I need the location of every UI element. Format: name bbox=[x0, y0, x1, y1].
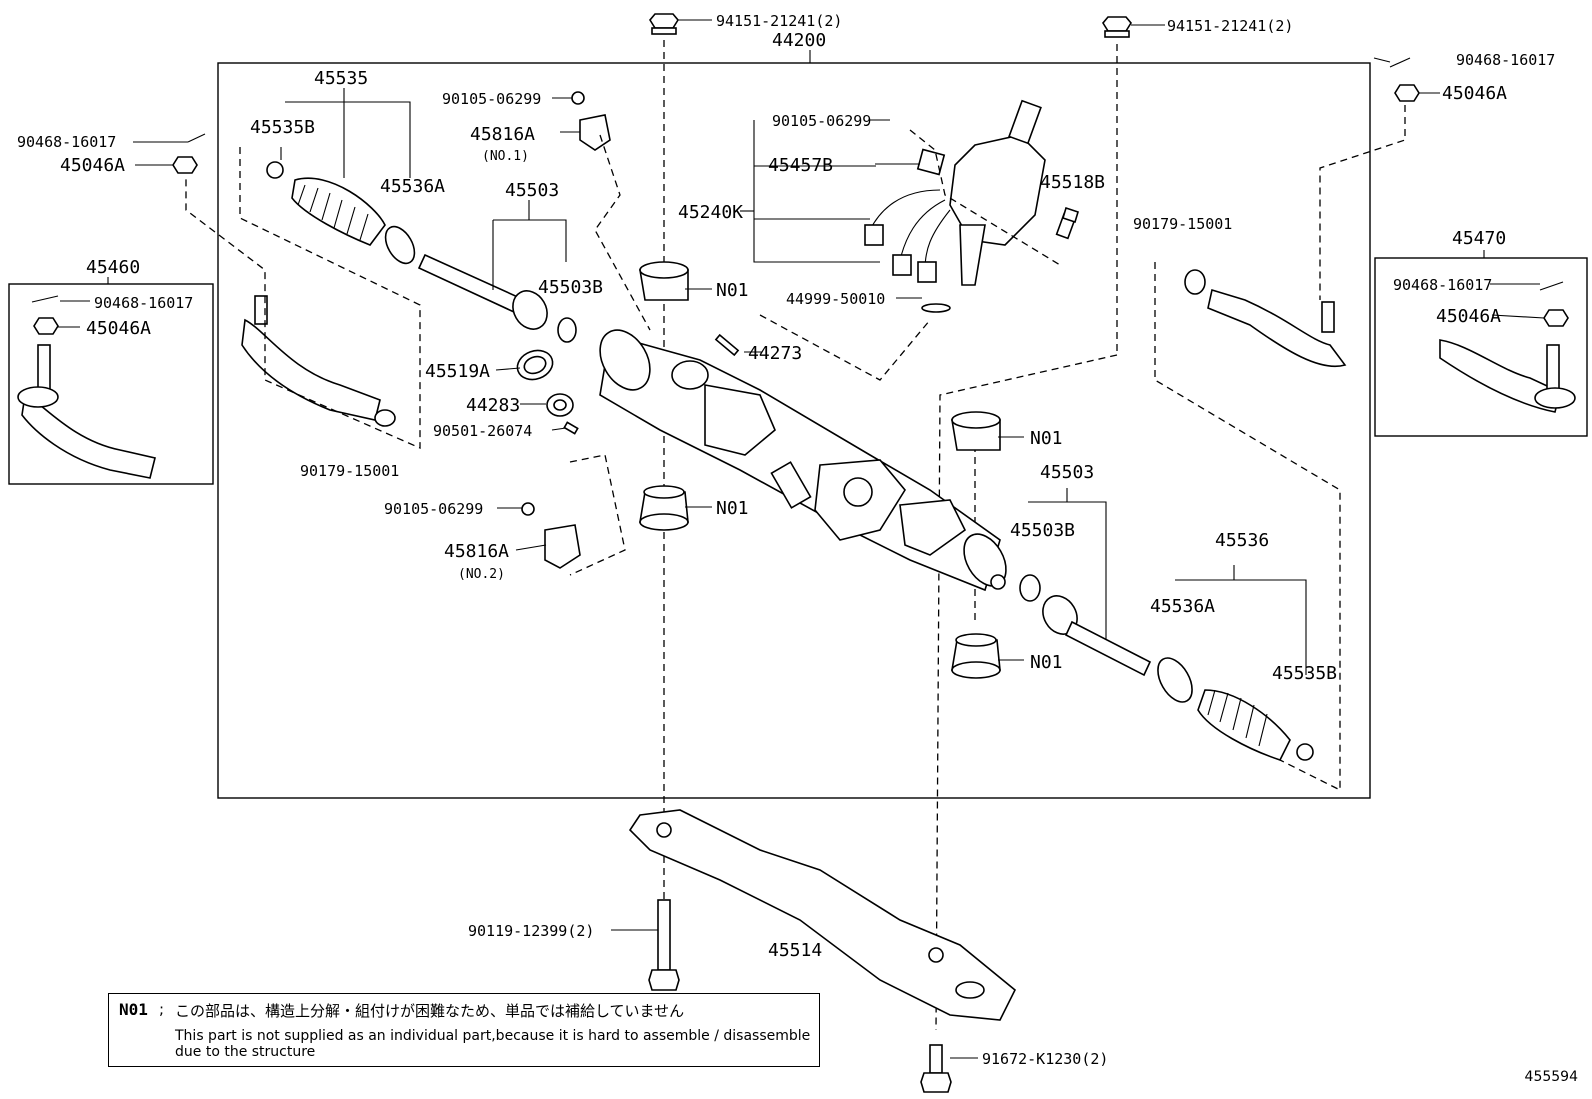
label-45535B-right: 45535B bbox=[1272, 663, 1337, 684]
label-45046A-left: 45046A bbox=[60, 155, 125, 176]
bushing-n01-bottom-right bbox=[951, 633, 1001, 679]
label-45514: 45514 bbox=[768, 940, 822, 961]
clip-45535B-right bbox=[1296, 743, 1314, 761]
label-45536: 45536 bbox=[1215, 530, 1269, 551]
bolt-94151-left bbox=[649, 13, 679, 35]
label-45816A-no2: 45816A bbox=[444, 541, 509, 562]
pin-44273 bbox=[714, 333, 740, 357]
label-45460: 45460 bbox=[86, 257, 140, 278]
tie-rod-45503-left bbox=[417, 253, 548, 330]
sensor-45457B bbox=[916, 148, 946, 176]
nut-45046A-right bbox=[1394, 84, 1420, 102]
label-45503-left: 45503 bbox=[505, 180, 559, 201]
label-n01-top-left: N01 bbox=[716, 280, 749, 301]
bracket-45816A-no1 bbox=[571, 91, 611, 151]
note-japanese-text: この部品は、構造上分解・組付けが困難なため、単品では補給していません bbox=[175, 1002, 685, 1020]
ring-45519A bbox=[516, 349, 554, 381]
label-45518B: 45518B bbox=[1040, 172, 1105, 193]
nut-44283 bbox=[546, 393, 574, 417]
boot-45535-right bbox=[1197, 689, 1291, 761]
label-90105-b: 90105-06299 bbox=[772, 112, 871, 130]
nut-45046A-group-left bbox=[33, 317, 59, 335]
group-frame-44200 bbox=[217, 62, 1371, 799]
label-45046A-group-right: 45046A bbox=[1436, 306, 1501, 327]
label-45535B-left: 45535B bbox=[250, 117, 315, 138]
note-code: N01 bbox=[119, 1000, 148, 1019]
label-94151-left: 94151-21241(2) bbox=[716, 12, 842, 30]
screw-90501 bbox=[563, 421, 579, 435]
washer-45503B-left bbox=[557, 317, 577, 343]
label-90468-group-right: 90468-16017 bbox=[1393, 276, 1492, 294]
label-44283: 44283 bbox=[466, 395, 520, 416]
label-90179-left: 90179-15001 bbox=[300, 462, 399, 480]
nut-45046A-group-right bbox=[1543, 309, 1569, 327]
note-box: N01 ; この部品は、構造上分解・組付けが困難なため、単品では補給していません… bbox=[108, 993, 820, 1067]
label-91672: 91672-K1230(2) bbox=[982, 1050, 1108, 1068]
label-90501: 90501-26074 bbox=[433, 422, 532, 440]
label-44999: 44999-50010 bbox=[786, 290, 885, 308]
label-90468-left: 90468-16017 bbox=[17, 133, 116, 151]
tie-rod-end-45460 bbox=[17, 344, 156, 479]
label-45046A-top-right: 45046A bbox=[1442, 83, 1507, 104]
clamp-45536A-right bbox=[1157, 657, 1193, 703]
group-frame-45460 bbox=[8, 283, 214, 485]
bushing-n01-bottom-left bbox=[639, 485, 689, 531]
label-45046A-group-left: 45046A bbox=[86, 318, 151, 339]
label-90179-right: 90179-15001 bbox=[1133, 215, 1232, 233]
label-44273: 44273 bbox=[748, 343, 802, 364]
label-n01-bottom-left: N01 bbox=[716, 498, 749, 519]
nut-45046A-left bbox=[172, 156, 198, 174]
label-45536A-left: 45536A bbox=[380, 176, 445, 197]
label-94151-right: 94151-21241(2) bbox=[1167, 17, 1293, 35]
label-45503-right: 45503 bbox=[1040, 462, 1094, 483]
label-44200: 44200 bbox=[772, 30, 826, 51]
washer-45503B-right bbox=[1019, 574, 1041, 602]
label-90119: 90119-12399(2) bbox=[468, 922, 594, 940]
bolt-45518B bbox=[1055, 206, 1079, 240]
diagram-reference-number: 455594 bbox=[1524, 1069, 1578, 1085]
label-90105-a: 90105-06299 bbox=[442, 90, 541, 108]
label-45503B-left: 45503B bbox=[538, 277, 603, 298]
rack-housing bbox=[599, 329, 1007, 592]
label-90105-c: 90105-06299 bbox=[384, 500, 483, 518]
label-no1: (NO.1) bbox=[482, 149, 529, 164]
label-45535: 45535 bbox=[314, 68, 368, 89]
label-90468-top-right: 90468-16017 bbox=[1456, 51, 1555, 69]
label-no2: (NO.2) bbox=[458, 567, 505, 582]
label-90468-group-left: 90468-16017 bbox=[94, 294, 193, 312]
note-english-text: This part is not supplied as an individu… bbox=[175, 1028, 811, 1060]
label-45816A-no1: 45816A bbox=[470, 124, 535, 145]
bolt-91672 bbox=[920, 1044, 952, 1093]
bolt-94151-right bbox=[1102, 16, 1132, 38]
tie-rod-end-right bbox=[1184, 269, 1347, 368]
tie-rod-end-45470 bbox=[1439, 339, 1576, 413]
label-45519A: 45519A bbox=[425, 361, 490, 382]
tie-rod-45503-right bbox=[1042, 595, 1152, 677]
label-45457B: 45457B bbox=[768, 155, 833, 176]
clip-45535B-left bbox=[266, 161, 284, 179]
bracket-45816A-no2 bbox=[521, 502, 581, 569]
bushing-n01-top-right bbox=[951, 411, 1001, 451]
label-45240K: 45240K bbox=[678, 202, 743, 223]
crossmember-45514 bbox=[628, 809, 1017, 1021]
label-n01-bottom-right: N01 bbox=[1030, 652, 1063, 673]
boot-45535-left bbox=[291, 177, 386, 246]
bolt-90119 bbox=[648, 899, 680, 991]
group-frame-45470 bbox=[1374, 257, 1588, 437]
label-45536A-right: 45536A bbox=[1150, 596, 1215, 617]
label-45470: 45470 bbox=[1452, 228, 1506, 249]
bushing-n01-top-left bbox=[639, 261, 689, 301]
clamp-45536A-left bbox=[384, 225, 416, 265]
valve-assembly-45240K bbox=[864, 99, 1046, 313]
label-45503B-right: 45503B bbox=[1010, 520, 1075, 541]
label-n01-top-right: N01 bbox=[1030, 428, 1063, 449]
tie-rod-end-left bbox=[241, 295, 396, 427]
note-separator: ; bbox=[159, 1000, 165, 1018]
